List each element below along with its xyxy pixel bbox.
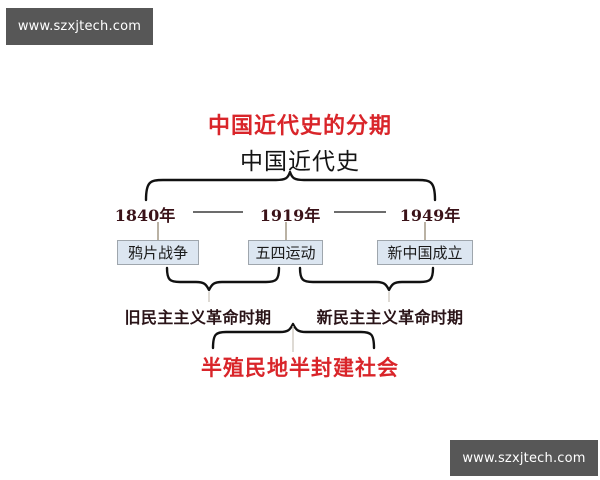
- diagram-title-red: 中国近代史的分期: [207, 114, 392, 139]
- society-label: 半殖民地半封建社会: [201, 356, 399, 380]
- year-label-1919: 1919年: [259, 206, 321, 225]
- watermark-top-left: www.szxjtech.com: [6, 8, 153, 45]
- period-label-new-democratic-revolution: 新民主主义革命时期: [316, 308, 464, 327]
- event-box-prc-founding: 新中国成立: [377, 240, 473, 265]
- year-label-1949: 1949年: [399, 206, 461, 225]
- event-box-may-fourth-movement: 五四运动: [248, 240, 323, 265]
- watermark-bottom-right: www.szxjtech.com: [450, 440, 598, 476]
- year-label-1840: 1840年: [114, 206, 176, 225]
- period-label-old-democratic-revolution: 旧民主主义革命时期: [124, 308, 272, 327]
- diagram-title-black: 中国近代史: [240, 149, 360, 175]
- event-box-opium-war: 鸦片战争: [117, 240, 199, 265]
